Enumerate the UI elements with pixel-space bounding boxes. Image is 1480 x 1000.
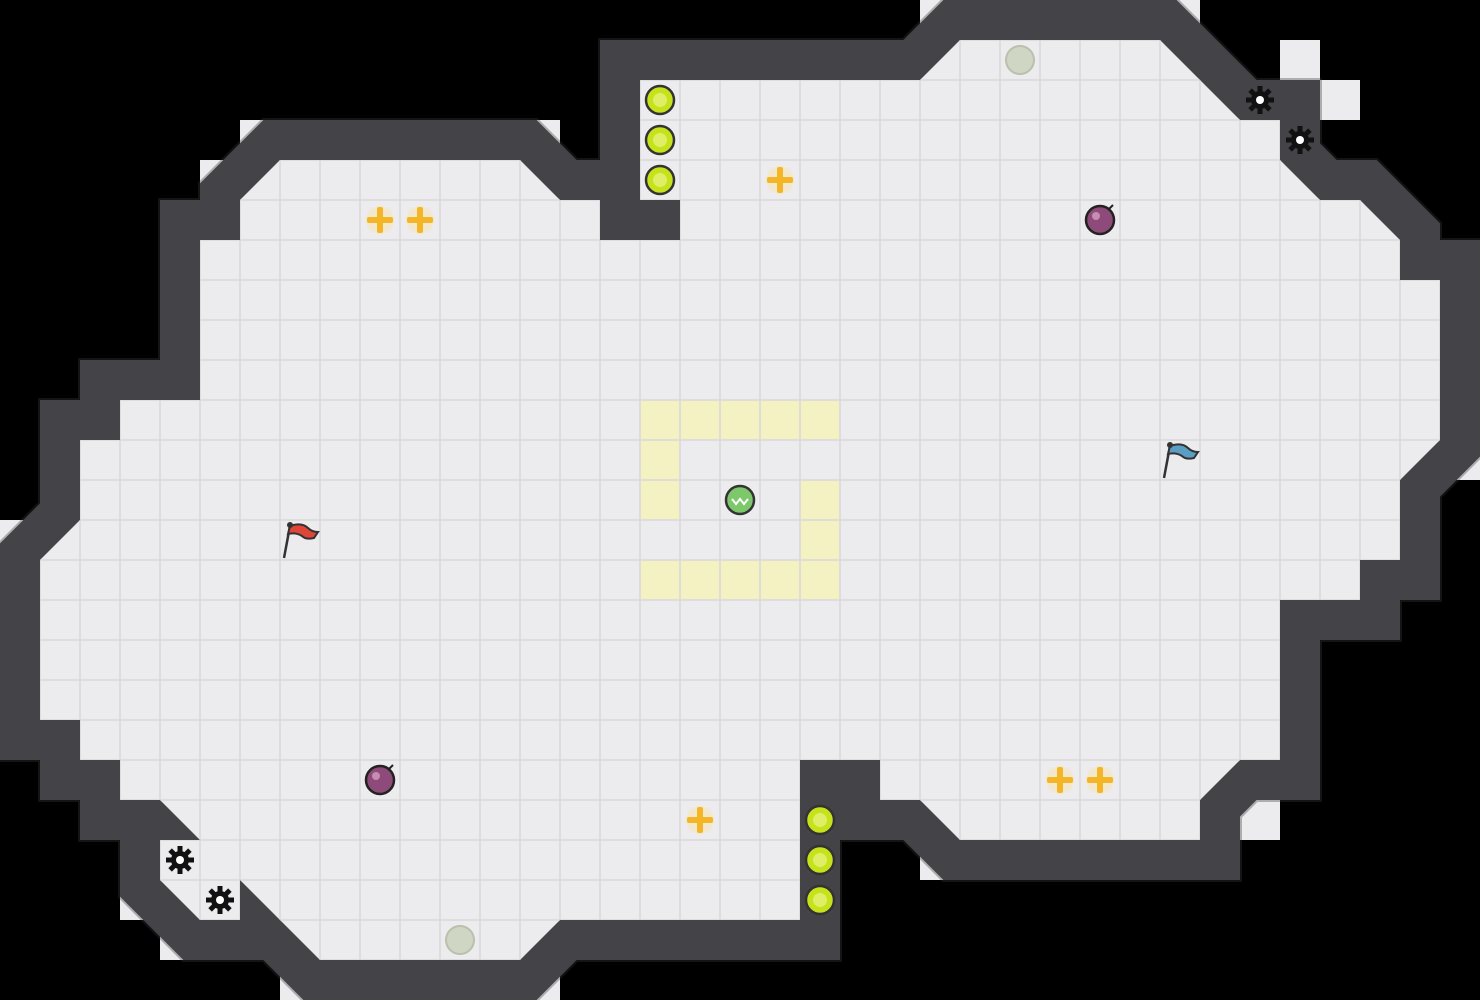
speed-boost-icon: [804, 844, 836, 876]
neutral-zone-tile: [680, 560, 720, 600]
speed-boost-icon: [644, 84, 676, 116]
powerup-icon: [366, 206, 394, 234]
spike-icon: [1246, 86, 1274, 114]
neutral-zone-tile: [640, 440, 680, 480]
portal-icon: [1005, 45, 1035, 75]
spike-icon: [206, 886, 234, 914]
neutral-zone-tile: [760, 400, 800, 440]
wall-corner-block: [1320, 80, 1360, 120]
neutral-zone-tile: [800, 400, 840, 440]
neutral-zone-tile: [800, 520, 840, 560]
blue-flag-icon: [1162, 442, 1200, 479]
powerup-icon: [1046, 766, 1074, 794]
powerup-icon: [686, 806, 714, 834]
neutral-zone-tile: [640, 480, 680, 520]
bomb-icon: [1084, 204, 1116, 236]
powerup-icon: [1086, 766, 1114, 794]
spike-icon: [1286, 126, 1314, 154]
neutral-zone-tile: [800, 480, 840, 520]
wall-corner-block: [1280, 40, 1320, 80]
neutral-zone-tile: [640, 400, 680, 440]
speed-boost-icon: [804, 884, 836, 916]
speed-boost-icon: [644, 164, 676, 196]
green-ball-icon: [724, 484, 756, 516]
spike-icon: [166, 846, 194, 874]
neutral-zone-tile: [720, 560, 760, 600]
neutral-zone-layer: [640, 400, 840, 600]
bomb-icon: [364, 764, 396, 796]
neutral-zone-tile: [640, 560, 680, 600]
neutral-zone-tile: [680, 400, 720, 440]
powerup-icon: [406, 206, 434, 234]
speed-boost-icon: [644, 124, 676, 156]
neutral-zone-tile: [720, 400, 760, 440]
entity-layer: [166, 45, 1314, 955]
red-flag-icon: [282, 522, 320, 559]
speed-boost-icon: [804, 804, 836, 836]
powerup-icon: [766, 166, 794, 194]
portal-icon: [445, 925, 475, 955]
neutral-zone-tile: [760, 560, 800, 600]
neutral-zone-tile: [800, 560, 840, 600]
